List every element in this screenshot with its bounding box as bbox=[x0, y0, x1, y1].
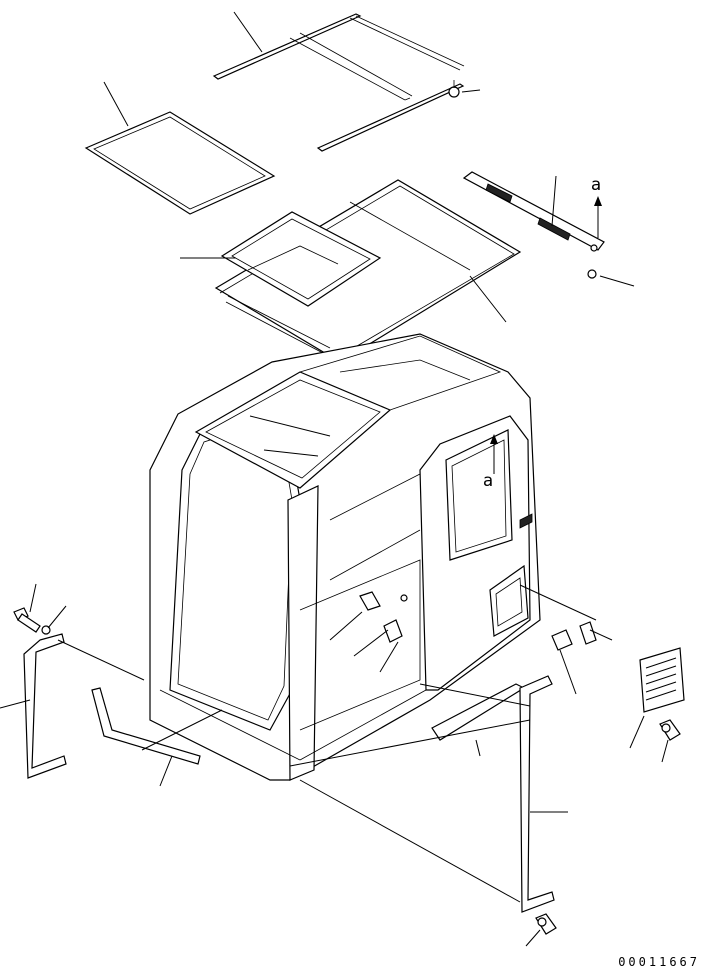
left-bolt bbox=[13, 607, 41, 633]
latch-bracket bbox=[551, 621, 597, 651]
rail-bolt bbox=[448, 80, 460, 98]
leader-lines bbox=[0, 11, 669, 947]
arrow-a-top: a bbox=[591, 175, 602, 238]
roof-rail-frame bbox=[212, 13, 465, 152]
arrow-a-door: a bbox=[483, 434, 498, 491]
right-handrail bbox=[519, 675, 555, 913]
arrow-label-a-top: a bbox=[591, 175, 601, 195]
arrow-label-a-door: a bbox=[483, 471, 493, 491]
interior-clip-parts bbox=[359, 591, 408, 643]
front-weatherstrip bbox=[91, 687, 201, 765]
drawing-number: 00011667 bbox=[618, 955, 700, 969]
grille-bolt bbox=[659, 719, 681, 741]
door-lower-cover bbox=[431, 683, 526, 741]
right-bolt-lower bbox=[535, 913, 557, 935]
left-handrail bbox=[23, 633, 67, 779]
roof-glass-panel bbox=[84, 111, 276, 215]
side-grille-panel bbox=[639, 647, 685, 713]
operator-cab-body bbox=[149, 333, 541, 781]
rear-top-cover bbox=[462, 171, 605, 279]
sunroof-frame bbox=[220, 211, 382, 307]
